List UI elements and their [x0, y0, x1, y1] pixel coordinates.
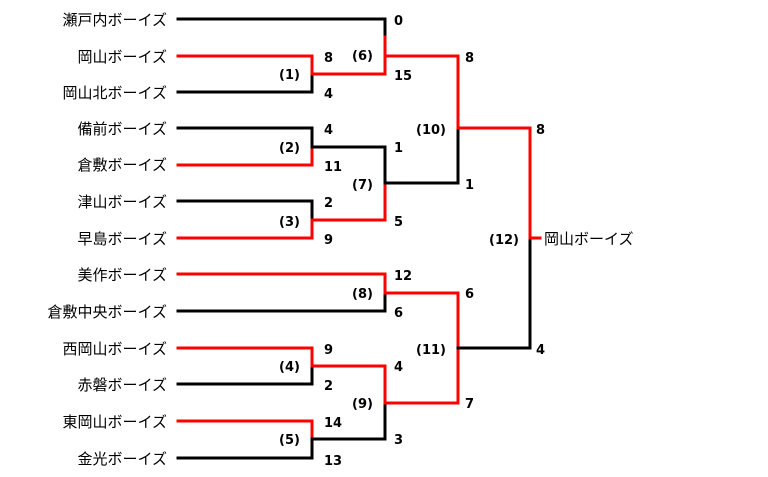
match-label: (11): [416, 343, 446, 358]
score: 8: [465, 51, 474, 66]
score: 12: [394, 269, 412, 284]
team-name: 西岡山ボーイズ: [62, 340, 167, 358]
team-name: 岡山北ボーイズ: [62, 84, 167, 102]
team-name: 倉敷ボーイズ: [77, 156, 167, 174]
team-name: 瀬戸内ボーイズ: [62, 11, 167, 29]
score: 14: [324, 416, 342, 431]
score: 2: [324, 379, 333, 394]
scores: 8 4 4 11 2 9 9 2 14 13 0 15 1 5 12 6 4 3…: [324, 14, 545, 469]
champion-name: 岡山ボーイズ: [544, 230, 634, 248]
team-name: 赤磐ボーイズ: [77, 376, 167, 394]
match-label: (7): [352, 178, 373, 193]
score: 11: [324, 160, 342, 175]
score: 13: [324, 454, 342, 469]
score: 6: [465, 287, 474, 302]
match-label: (1): [279, 68, 300, 83]
match-labels: (1) (2) (3) (4) (5) (6) (7) (8) (9) (10)…: [279, 49, 519, 448]
team-name: 早島ボーイズ: [77, 230, 167, 248]
score: 8: [324, 51, 333, 66]
score: 0: [394, 14, 403, 29]
match-label: (5): [279, 433, 300, 448]
score: 7: [465, 397, 474, 412]
score: 2: [324, 196, 333, 211]
match-label: (6): [352, 49, 373, 64]
team-name: 岡山ボーイズ: [77, 48, 167, 66]
match-label: (8): [352, 287, 373, 302]
score: 1: [465, 178, 474, 193]
match-label: (10): [416, 123, 446, 138]
team-name: 金光ボーイズ: [77, 450, 167, 468]
score: 4: [394, 360, 403, 375]
score: 6: [394, 306, 403, 321]
team-name: 津山ボーイズ: [77, 193, 167, 211]
score: 5: [394, 215, 403, 230]
score: 9: [324, 233, 333, 248]
score: 15: [394, 69, 412, 84]
team-name: 東岡山ボーイズ: [62, 413, 167, 431]
bracket-lines: [176, 17, 542, 460]
match-label: (3): [279, 215, 300, 230]
match-label: (4): [279, 360, 300, 375]
score: 4: [324, 87, 333, 102]
match-label: (12): [489, 233, 519, 248]
team-list: 瀬戸内ボーイズ 岡山ボーイズ 岡山北ボーイズ 備前ボーイズ 倉敷ボーイズ 津山ボ…: [47, 11, 167, 468]
score: 1: [394, 141, 403, 156]
match-label: (9): [352, 397, 373, 412]
team-name: 美作ボーイズ: [77, 266, 167, 284]
team-name: 倉敷中央ボーイズ: [47, 303, 167, 321]
score: 4: [536, 343, 545, 358]
score: 8: [536, 123, 545, 138]
match-label: (2): [279, 141, 300, 156]
team-name: 備前ボーイズ: [77, 120, 167, 138]
score: 3: [394, 433, 403, 448]
score: 9: [324, 343, 333, 358]
score: 4: [324, 123, 333, 138]
